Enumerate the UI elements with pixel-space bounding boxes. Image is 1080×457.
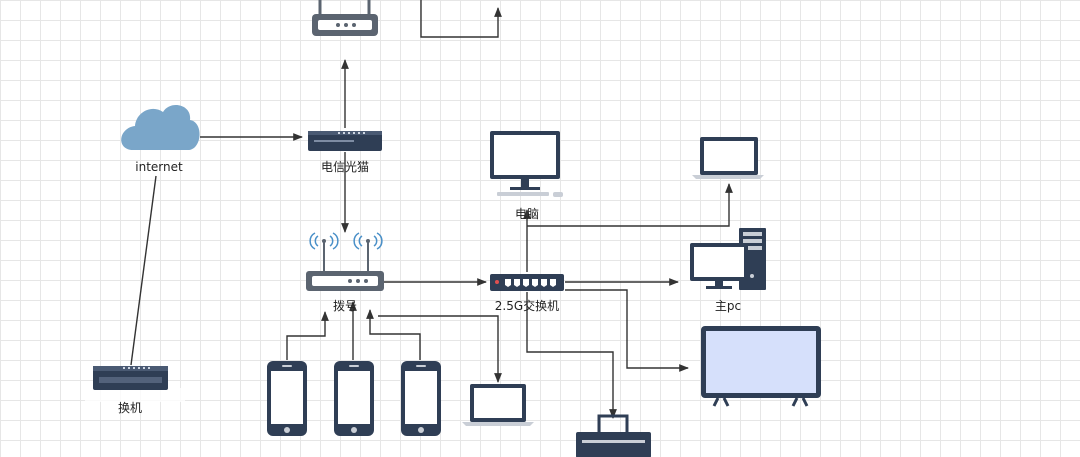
- edge-dialer-laptop-bottom: [378, 315, 502, 383]
- wifi-router-icon: [306, 232, 384, 291]
- switch-icon: [490, 274, 564, 291]
- desktop-monitor-icon: [490, 131, 563, 197]
- edge-switch-nas: [526, 292, 617, 419]
- label-dialer: 拨号: [333, 299, 357, 313]
- edge-switch-tv: [565, 289, 689, 372]
- laptop-bottom-icon: [462, 384, 534, 426]
- phone-icon-3: [401, 361, 441, 436]
- label-desktop: 电脑: [515, 207, 539, 221]
- laptop-icon: [692, 137, 764, 179]
- edge-phone3-dialer: [366, 309, 421, 360]
- edges: [130, 0, 733, 419]
- phone-icon-2: [334, 361, 374, 436]
- label-main-pc: 主pc: [715, 299, 741, 313]
- nas-icon: [576, 414, 651, 457]
- label-switch: 2.5G交换机: [495, 298, 559, 313]
- edge-phone1-dialer: [286, 311, 329, 360]
- swap-machine-icon: [85, 366, 185, 402]
- tv-icon: [701, 326, 821, 407]
- edge-switch-laptop: [527, 183, 733, 227]
- label-internet: internet: [135, 160, 183, 174]
- main-pc-icon: [690, 228, 766, 290]
- edge-top-partial: [420, 0, 502, 38]
- label-modem: 电信光猫: [321, 160, 369, 174]
- top-router-icon: [312, 0, 378, 36]
- phone-icon-1: [267, 361, 307, 436]
- modem-icon: [308, 131, 382, 151]
- cloud-icon: [121, 105, 200, 150]
- edge-swap-internet: [130, 175, 157, 366]
- label-swap-machine: 换机: [118, 401, 142, 415]
